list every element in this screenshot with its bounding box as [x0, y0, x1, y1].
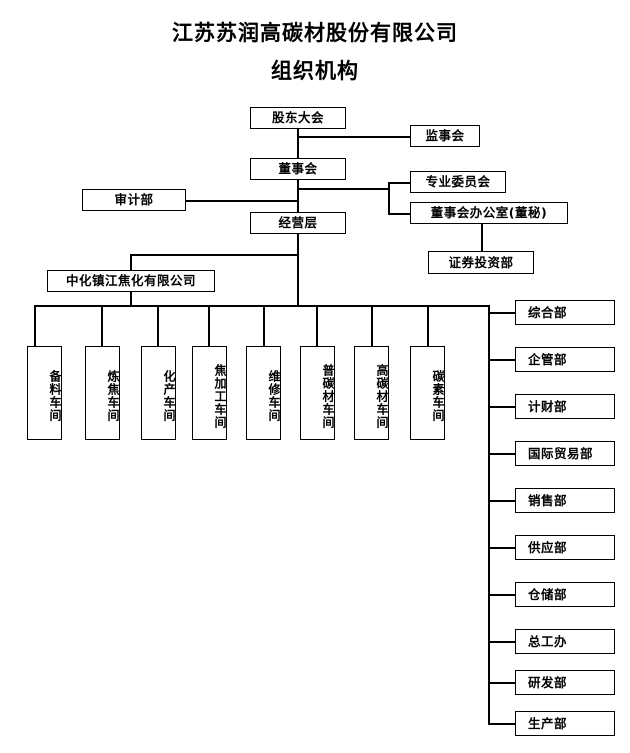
node-department-2[interactable]: 计财部 [515, 394, 615, 419]
connector-management-main-stem [297, 234, 299, 306]
connector-board-to-committees [297, 188, 389, 190]
node-audit-dept[interactable]: 审计部 [82, 189, 186, 211]
node-workshop-0[interactable]: 备料车间 [27, 346, 62, 440]
node-department-4[interactable]: 销售部 [515, 488, 615, 513]
node-department-9[interactable]: 生产部 [515, 711, 615, 736]
connector-department-stub-2 [488, 406, 515, 408]
node-workshop-6[interactable]: 高碳材车间 [354, 346, 389, 440]
connector-department-stub-6 [488, 594, 515, 596]
connector-stub-professional-committee [388, 182, 410, 184]
connector-department-stub-9 [488, 723, 515, 725]
node-workshop-1[interactable]: 炼焦车间 [85, 346, 120, 440]
connector-department-stub-8 [488, 682, 515, 684]
connector-department-stub-4 [488, 500, 515, 502]
node-workshop-2[interactable]: 化产车间 [141, 346, 176, 440]
connector-department-spine [488, 305, 490, 723]
node-department-8[interactable]: 研发部 [515, 670, 615, 695]
connector-department-stub-0 [488, 312, 515, 314]
node-workshop-4[interactable]: 维修车间 [246, 346, 281, 440]
connector-department-stub-3 [488, 453, 515, 455]
node-subsidiary-company[interactable]: 中化镇江焦化有限公司 [47, 270, 215, 292]
node-supervisory-board[interactable]: 监事会 [410, 125, 480, 147]
connector-stub-board-office [388, 213, 410, 215]
connector-workshop-stem-7 [427, 305, 429, 346]
node-workshop-5[interactable]: 普碳材车间 [300, 346, 335, 440]
page-title-line-1: 江苏苏润高碳材股份有限公司 [172, 20, 458, 45]
connector-main-bus [34, 305, 490, 307]
node-board-of-directors[interactable]: 董事会 [250, 158, 346, 180]
node-department-3[interactable]: 国际贸易部 [515, 441, 615, 466]
node-board-office[interactable]: 董事会办公室(董秘) [410, 202, 568, 224]
connector-department-stub-1 [488, 359, 515, 361]
connector-workshop-stem-6 [371, 305, 373, 346]
connector-workshop-stem-2 [157, 305, 159, 346]
connector-department-stub-7 [488, 641, 515, 643]
connector-board-office-to-securities [481, 224, 483, 251]
connector-shareholders-to-supervisory [297, 136, 410, 138]
node-securities-investment-dept[interactable]: 证券投资部 [428, 251, 534, 274]
node-department-7[interactable]: 总工办 [515, 629, 615, 654]
node-department-1[interactable]: 企管部 [515, 347, 615, 372]
node-department-5[interactable]: 供应部 [515, 535, 615, 560]
connector-department-stub-5 [488, 547, 515, 549]
node-workshop-3[interactable]: 焦加工车间 [192, 346, 227, 440]
connector-subsidiary-to-bus [130, 292, 132, 306]
node-workshop-7[interactable]: 碳素车间 [410, 346, 445, 440]
node-department-0[interactable]: 综合部 [515, 300, 615, 325]
connector-workshop-stem-1 [101, 305, 103, 346]
node-shareholders-meeting[interactable]: 股东大会 [250, 107, 346, 129]
node-management-level[interactable]: 经营层 [250, 212, 346, 234]
node-professional-committee[interactable]: 专业委员会 [410, 171, 506, 193]
connector-drop-to-subsidiary [130, 254, 132, 270]
page-title-line-2: 组织机构 [271, 58, 359, 83]
connector-workshop-stem-3 [208, 305, 210, 346]
connector-workshop-stem-0 [34, 305, 36, 346]
connector-shareholders-to-board [297, 129, 299, 158]
connector-management-to-subsidiary [130, 254, 298, 256]
connector-workshop-stem-5 [316, 305, 318, 346]
connector-workshop-stem-4 [263, 305, 265, 346]
node-department-6[interactable]: 仓储部 [515, 582, 615, 607]
connector-board-to-audit [186, 200, 298, 202]
connector-committee-riser [388, 182, 390, 214]
connector-board-to-management [297, 180, 299, 212]
